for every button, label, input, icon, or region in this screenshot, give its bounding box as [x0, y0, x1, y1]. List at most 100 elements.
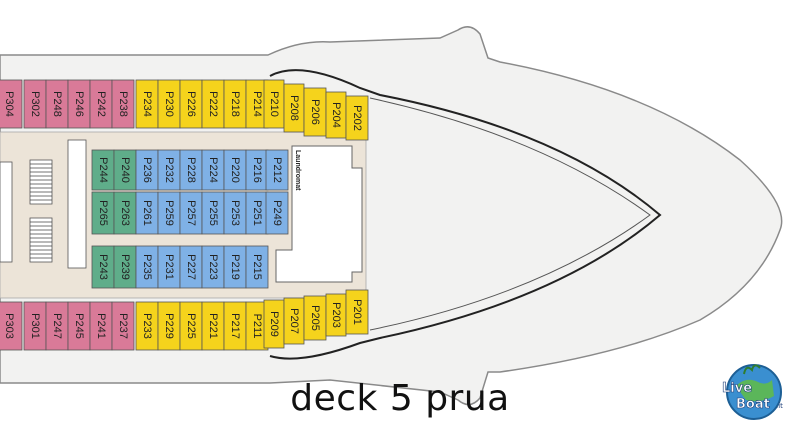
- cabin-p218: P218: [223, 79, 247, 129]
- cabin-p303: P303: [0, 301, 23, 351]
- cabin-p231: P231: [157, 245, 181, 289]
- cabin-label: P231: [163, 254, 175, 280]
- stair-lines: [30, 163, 52, 259]
- cabin-label: P248: [51, 91, 63, 117]
- cabin-label: P225: [185, 313, 197, 339]
- cabin-p215: P215: [245, 245, 269, 289]
- cabin-label: P230: [163, 91, 175, 117]
- cabin-box: [245, 245, 269, 289]
- cabin-box: [265, 191, 289, 235]
- cabin-p235: P235: [135, 245, 159, 289]
- cabin-p243: P243: [91, 245, 115, 289]
- cabin-label: P242: [95, 91, 107, 117]
- svg-text:Boat: Boat: [736, 397, 770, 412]
- cabin-label: P212: [271, 157, 283, 183]
- cabin-p205: P205: [303, 295, 327, 341]
- cabin-label: P249: [271, 200, 283, 226]
- cabin-label: P211: [251, 314, 263, 339]
- cabin-p244: P244: [91, 149, 115, 191]
- cabin-label: P205: [309, 305, 321, 331]
- cabin-p246: P246: [67, 79, 91, 129]
- cabin-p302: P302: [23, 79, 47, 129]
- bow-inner-line: [369, 97, 651, 331]
- cabin-label: P206: [309, 99, 321, 125]
- cabin-p206: P206: [303, 87, 327, 137]
- cabin-p203: P203: [325, 293, 347, 337]
- cabin-p237: P237: [111, 301, 135, 351]
- cabin-label: P247: [51, 313, 63, 339]
- cabin-label: P257: [185, 200, 197, 226]
- cabin-p239: P239: [113, 245, 137, 289]
- cabin-p257: P257: [179, 191, 203, 235]
- cabin-label: P203: [330, 302, 342, 328]
- cabin-p207: P207: [283, 297, 305, 345]
- cabin-p232: P232: [157, 149, 181, 191]
- cabin-p221: P221: [201, 301, 225, 351]
- cabin-box: [111, 79, 135, 129]
- cabin-p251: P251: [245, 191, 269, 235]
- cabin-label: P303: [3, 313, 15, 339]
- cabin-p255: P255: [201, 191, 225, 235]
- cabin-label: P251: [251, 200, 263, 226]
- cabin-box: [345, 289, 369, 335]
- cabin-label: P207: [288, 308, 300, 334]
- cabin-label: P259: [163, 200, 175, 226]
- cabin-p226: P226: [179, 79, 203, 129]
- cabin-label: P245: [73, 313, 85, 339]
- cabin-label: P217: [229, 313, 241, 339]
- cabin-label: P224: [207, 157, 219, 183]
- cabin-p219: P219: [223, 245, 247, 289]
- cabin-label: P214: [251, 91, 263, 117]
- cabin-p249: P249: [265, 191, 289, 235]
- cabin-p222: P222: [201, 79, 225, 129]
- cabin-label: P253: [229, 200, 241, 226]
- cabin-p214: P214: [245, 79, 269, 129]
- cabin-label: P233: [141, 313, 153, 339]
- cabin-p224: P224: [201, 149, 225, 191]
- stairwell: [0, 139, 87, 269]
- cabin-label: P208: [288, 95, 300, 121]
- cabin-label: P223: [207, 254, 219, 280]
- cabin-label: P239: [119, 254, 131, 280]
- cabin-label: P301: [29, 313, 41, 339]
- cabin-label: P302: [29, 91, 41, 117]
- cabin-p212: P212: [265, 149, 289, 191]
- cabin-label: P210: [268, 91, 280, 117]
- cabin-box: [345, 95, 369, 141]
- cabin-label: P201: [351, 299, 363, 325]
- cabin-p223: P223: [201, 245, 225, 289]
- cabin-box: [0, 301, 23, 351]
- cabin-p265: P265: [91, 191, 115, 235]
- cabin-label: P235: [141, 254, 153, 280]
- cabin-label: P221: [207, 313, 219, 339]
- cabin-label: P215: [251, 254, 263, 280]
- cabin-p263: P263: [113, 191, 137, 235]
- cabin-p247: P247: [45, 301, 69, 351]
- cabin-p234: P234: [135, 79, 159, 129]
- cabin-p230: P230: [157, 79, 181, 129]
- cabin-p241: P241: [89, 301, 113, 351]
- cabin-p220: P220: [223, 149, 247, 191]
- cabin-label: P265: [97, 200, 109, 226]
- cabin-label: P204: [330, 102, 342, 128]
- cabin-p204: P204: [325, 91, 347, 139]
- cabin-label: P243: [97, 254, 109, 280]
- laundromat-label: Laundromat: [294, 150, 301, 191]
- cabin-label: P263: [119, 200, 131, 226]
- cabin-label: P216: [251, 157, 263, 183]
- laundromat-area: [275, 145, 363, 283]
- bow-deck-line: [269, 69, 662, 360]
- cabin-label: P219: [229, 254, 241, 280]
- cabin-label: P232: [163, 157, 175, 183]
- cabin-p233: P233: [135, 301, 159, 351]
- cabin-label: P255: [207, 200, 219, 226]
- cabin-p216: P216: [245, 149, 269, 191]
- cabin-p201: P201: [345, 289, 369, 335]
- cabin-p301: P301: [23, 301, 47, 351]
- cabin-label: P261: [141, 200, 153, 226]
- cabin-label: P228: [185, 157, 197, 183]
- deck-caption: deck 5 prua: [290, 378, 510, 419]
- cabin-box: [111, 301, 135, 351]
- cabin-label: P241: [95, 313, 107, 339]
